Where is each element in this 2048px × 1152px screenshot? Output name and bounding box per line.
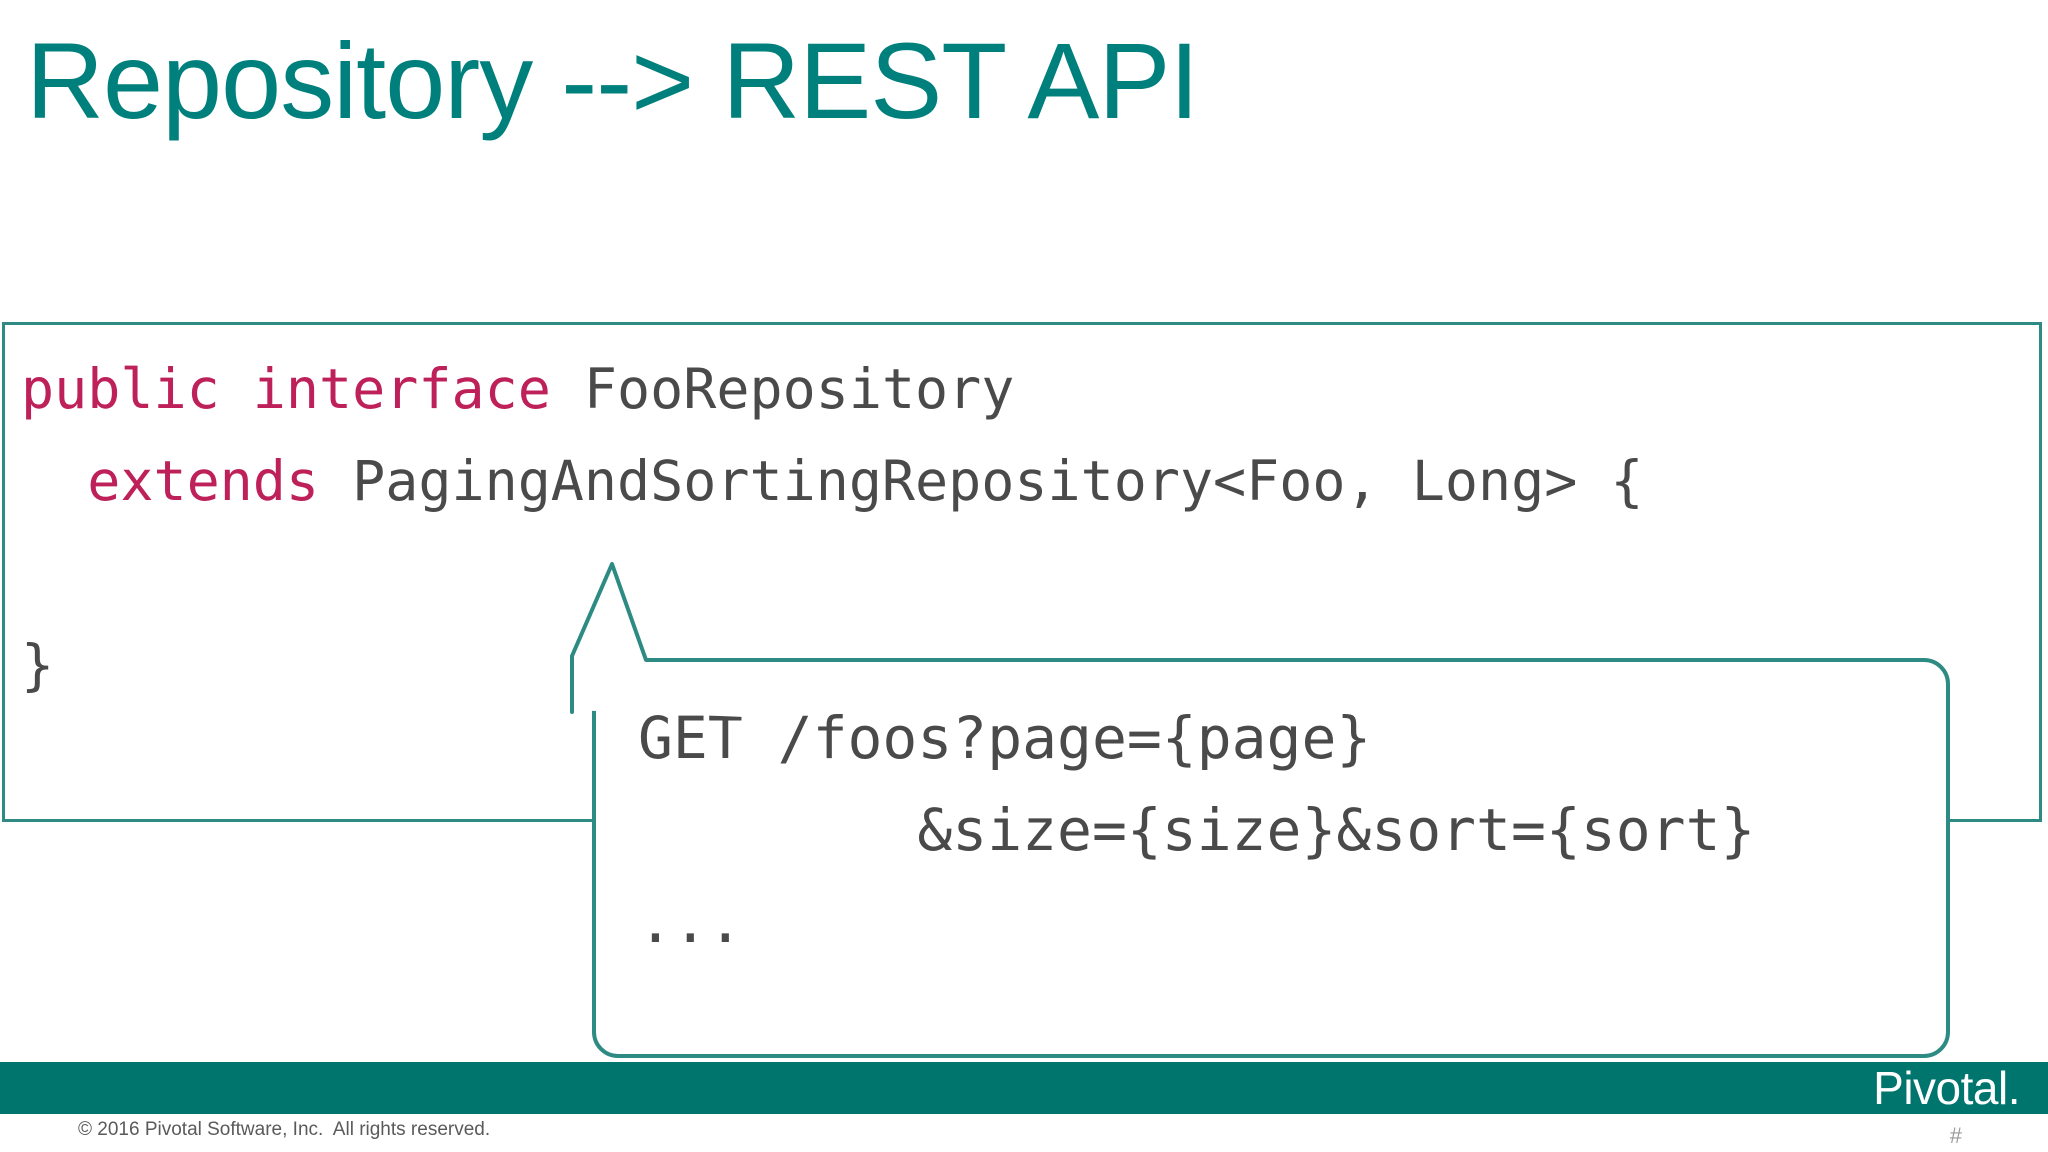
- callout-line-3-ellipsis: ...: [638, 888, 743, 956]
- code-text: public interface FooRepository extends P…: [21, 343, 1644, 711]
- code-line1-rest: FooRepository: [550, 357, 1015, 421]
- slide-number: #: [1949, 1123, 1962, 1148]
- copyright-text: © 2016 Pivotal Software, Inc. All rights…: [78, 1119, 491, 1140]
- callout-pointer-icon: [570, 562, 777, 718]
- page-title: Repository --> REST API: [26, 20, 1199, 141]
- callout-text: GET /foos?page={page} &size={size}&sort=…: [638, 692, 1755, 968]
- code-line4-closing-brace: }: [21, 633, 55, 697]
- pivotal-logo: Pivotal.: [1873, 1062, 2020, 1114]
- code-keyword-extends: extends: [21, 449, 320, 513]
- callout-line-2: &size={size}&sort={sort}: [638, 796, 1756, 864]
- code-keyword-public-interface: public interface: [21, 357, 551, 421]
- code-line2-rest: PagingAndSortingRepository<Foo, Long> {: [319, 449, 1644, 513]
- footer-bar: [0, 1062, 2048, 1114]
- callout-box: GET /foos?page={page} &size={size}&sort=…: [592, 658, 1950, 1058]
